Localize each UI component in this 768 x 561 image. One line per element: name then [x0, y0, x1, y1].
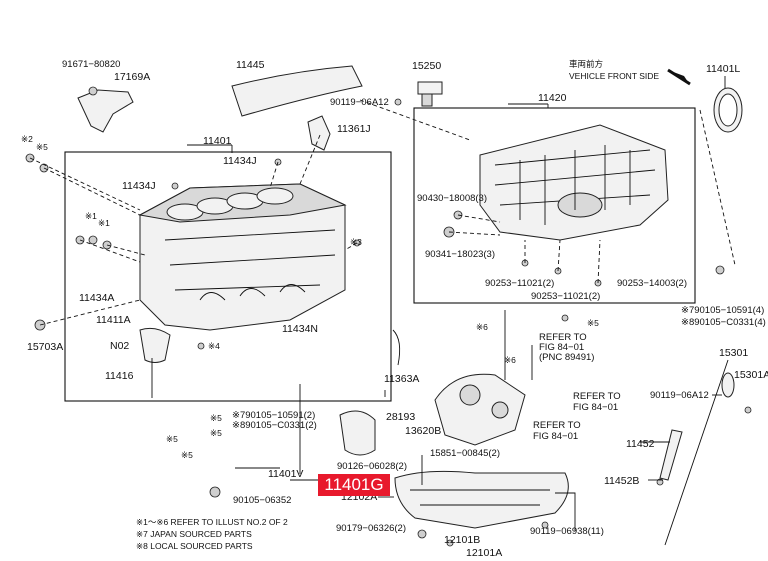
note-marker: ※2: [21, 134, 33, 144]
label-11434n[interactable]: 11434N: [282, 323, 318, 335]
footnote-line: ※1〜※6 REFER TO ILLUST NO.2 OF 2: [136, 517, 288, 527]
oil-pump-13620b: [434, 373, 526, 446]
label-17169a[interactable]: 17169A: [114, 71, 150, 83]
crankcase-box: [413, 107, 696, 304]
label-90430[interactable]: 90430−18008(3): [417, 193, 487, 204]
long-bolts: [151, 310, 533, 485]
label-11361j[interactable]: 11361J: [337, 123, 371, 135]
refer2-line2[interactable]: FIG 84−01: [573, 402, 618, 413]
label-11434j-b[interactable]: 11434J: [122, 180, 156, 192]
label-11416[interactable]: 11416: [105, 370, 134, 382]
label-28193[interactable]: 28193: [386, 411, 415, 423]
highlighted-part-label[interactable]: 11401G: [318, 474, 390, 496]
pipe-11363a: [392, 329, 401, 366]
note-marker: ※5: [210, 413, 222, 423]
note-marker: ※5: [166, 434, 178, 444]
label-90119-06938[interactable]: 90119−06938(11): [530, 526, 604, 537]
label-11452[interactable]: 11452: [626, 438, 655, 450]
label-90105-mid-b[interactable]: ※890105−C0331(2): [232, 420, 317, 431]
cover-11445: [231, 65, 363, 117]
label-90105-right-b[interactable]: ※890105−C0331(4): [681, 317, 766, 328]
note-marker: ※5: [36, 142, 48, 152]
label-90119-06a12-top[interactable]: 90119−06A12: [330, 97, 389, 108]
label-90179[interactable]: 90179−06326(2): [336, 523, 406, 534]
label-90253-c[interactable]: 90253−14003(2): [617, 278, 687, 289]
refer3-line2[interactable]: FIG 84−01: [533, 431, 578, 442]
label-13620b[interactable]: 13620B: [405, 425, 441, 437]
bracket-n02: [139, 327, 171, 363]
label-90105-06352[interactable]: 90105−06352: [233, 495, 291, 506]
label-90126[interactable]: 90126−06028(2): [337, 461, 407, 472]
footnote-line: ※7 JAPAN SOURCED PARTS: [136, 529, 252, 539]
label-15301[interactable]: 15301: [719, 347, 748, 359]
dipstick-15301: [664, 359, 729, 546]
label-11434j-a[interactable]: 11434J: [223, 155, 257, 167]
note-marker: ※5: [210, 428, 222, 438]
label-90341[interactable]: 90341−18023(3): [425, 249, 495, 260]
label-11401v[interactable]: 11401V: [268, 468, 303, 480]
label-11420[interactable]: 11420: [538, 92, 567, 104]
label-12101a[interactable]: 12101A: [466, 547, 502, 559]
guide-11452: [659, 429, 683, 481]
gasket-28193: [339, 410, 376, 456]
oil-pan-12102a: [394, 470, 569, 529]
label-15250[interactable]: 15250: [412, 60, 441, 72]
label-90119-06a12-right[interactable]: 90119−06A12: [650, 390, 709, 401]
label-11445[interactable]: 11445: [236, 59, 265, 71]
part-11361j: [307, 115, 331, 151]
front-side-en: VEHICLE FRONT SIDE: [569, 71, 659, 81]
note-marker: ※4: [208, 341, 220, 351]
label-11363a[interactable]: 11363A: [384, 373, 419, 385]
note-marker: ※1: [85, 211, 97, 221]
valve-15250: [417, 81, 443, 95]
label-11401[interactable]: 11401: [203, 135, 232, 147]
note-marker: ※3: [350, 237, 362, 247]
label-11401l[interactable]: 11401L: [706, 63, 740, 75]
label-12101b[interactable]: 12101B: [444, 534, 480, 546]
note-marker: ※5: [181, 450, 193, 460]
label-15703a[interactable]: 15703A: [27, 341, 63, 353]
refer3-line1[interactable]: REFER TO: [533, 420, 581, 431]
refer1-line1[interactable]: REFER TO: [539, 332, 587, 343]
label-90253-b[interactable]: 90253−11021(2): [531, 291, 600, 302]
note-marker: ※6: [504, 355, 516, 365]
footnotes: ※1〜※6 REFER TO ILLUST NO.2 OF 2 ※7 JAPAN…: [136, 516, 288, 552]
refer2-line1[interactable]: REFER TO: [573, 391, 621, 402]
cylinder-block-box: [64, 151, 392, 402]
footnote-line: ※8 LOCAL SOURCED PARTS: [136, 541, 253, 551]
note-marker: ※5: [587, 318, 599, 328]
front-side-jp: 車両前方: [569, 59, 603, 69]
leader-lines: [29, 76, 736, 531]
cylinder-block-drawing: [138, 183, 347, 331]
label-n02[interactable]: N02: [110, 340, 129, 352]
label-90105-mid-a[interactable]: ※790105−10591(2): [232, 410, 315, 421]
label-11452b[interactable]: 11452B: [604, 475, 639, 487]
note-marker: ※1: [98, 218, 110, 228]
bracket-17169a: [77, 89, 134, 133]
refer1-line3[interactable]: (PNC 89491): [539, 352, 594, 363]
crankcase-drawing: [479, 124, 669, 241]
note-marker: ※6: [476, 322, 488, 332]
label-91671[interactable]: 91671−80820: [62, 59, 120, 70]
label-11411a[interactable]: 11411A: [96, 314, 131, 326]
label-90253-a[interactable]: 90253−11021(2): [485, 278, 554, 289]
label-90105-right-a[interactable]: ※790105−10591(4): [681, 305, 764, 316]
label-15851[interactable]: 15851−00845(2): [430, 448, 500, 459]
label-11434a[interactable]: 11434A: [79, 292, 114, 304]
label-15301a[interactable]: 15301A: [734, 369, 768, 381]
refer1-line2[interactable]: FIG 84−01: [539, 342, 584, 353]
front-direction-arrow: [667, 68, 691, 86]
